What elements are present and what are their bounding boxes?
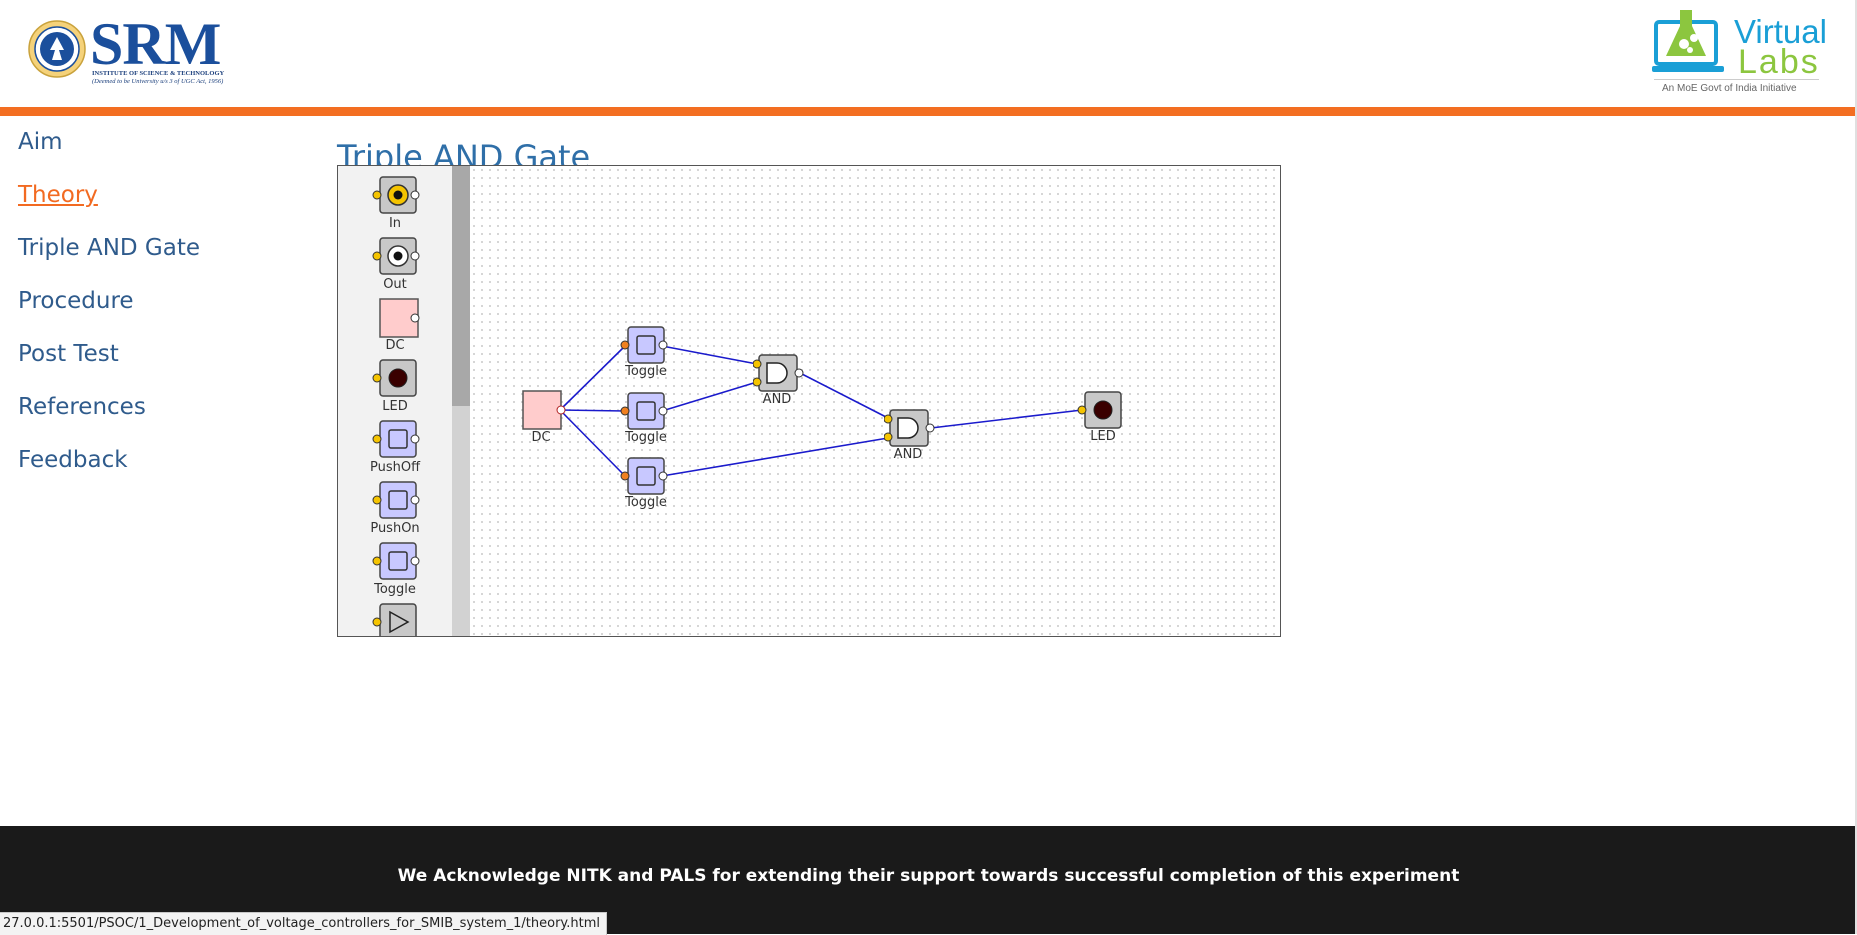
circuit-canvas[interactable]: DC Toggle Toggle — [470, 166, 1280, 636]
circuit-simulator[interactable]: In Out DC LED — [337, 165, 1281, 637]
palette-label: LED — [382, 399, 408, 414]
circuit-toggle-1[interactable]: Toggle — [620, 326, 668, 379]
site-header: SRM INSTITUTE OF SCIENCE & TECHNOLOGY (D… — [0, 0, 1857, 107]
toggle-switch-icon — [620, 326, 668, 364]
and-gate-icon — [883, 409, 935, 447]
virtual-text: Virtual — [1734, 13, 1827, 50]
vlabs-tagline: An MoE Govt of India Initiative — [1662, 83, 1797, 94]
palette-label: In — [388, 216, 402, 231]
node-label: Toggle — [625, 430, 667, 445]
palette-scroll-thumb[interactable] — [452, 166, 470, 406]
logo-divider — [1654, 79, 1819, 80]
sidebar-nav: Aim Theory Triple AND Gate Procedure Pos… — [18, 124, 318, 495]
palette-item-led[interactable]: LED — [338, 355, 452, 416]
pushoff-switch-icon — [372, 420, 420, 458]
wire — [559, 345, 626, 411]
palette-label: PushOff — [369, 460, 421, 475]
node-label: Toggle — [625, 495, 667, 510]
sidebar-item-references[interactable]: References — [18, 394, 146, 420]
dc-source-icon — [522, 390, 566, 430]
palette-label: Out — [383, 277, 407, 292]
palette-label: PushOn — [370, 521, 420, 536]
component-palette: In Out DC LED — [338, 166, 452, 636]
palette-item-buffer[interactable] — [338, 599, 452, 636]
palette-item-out[interactable]: Out — [338, 233, 452, 294]
srm-logo[interactable]: SRM INSTITUTE OF SCIENCE & TECHNOLOGY (D… — [28, 14, 228, 88]
palette-item-pushon[interactable]: PushOn — [338, 477, 452, 538]
sidebar-item-feedback[interactable]: Feedback — [18, 447, 128, 473]
circuit-and-gate-1[interactable]: AND — [752, 354, 805, 407]
sidebar-item-post-test[interactable]: Post Test — [18, 341, 119, 367]
toggle-switch-icon — [620, 457, 668, 495]
wire — [661, 437, 889, 477]
circuit-toggle-3[interactable]: Toggle — [620, 457, 668, 510]
wire — [930, 409, 1083, 429]
node-label: Toggle — [625, 364, 667, 379]
wire — [661, 381, 758, 412]
wire — [559, 409, 626, 412]
circuit-and-gate-2[interactable]: AND — [883, 409, 936, 462]
palette-item-toggle[interactable]: Toggle — [338, 538, 452, 599]
buffer-gate-icon — [372, 603, 417, 636]
input-port-icon — [372, 176, 420, 214]
circuit-dc-source[interactable]: DC — [522, 390, 568, 445]
wires-layer — [559, 345, 1083, 477]
wire — [559, 409, 626, 477]
toggle-switch-icon — [620, 392, 668, 430]
browser-status-url: 27.0.0.1:5501/PSOC/1_Development_of_volt… — [0, 912, 608, 935]
srm-subtitle-2: (Deemed to be University u/s 3 of UGC Ac… — [92, 78, 224, 85]
node-label: AND — [893, 447, 923, 462]
palette-label: Toggle — [374, 582, 416, 597]
srm-wordmark: SRM — [90, 11, 221, 77]
window-scrollbar[interactable] — [1855, 0, 1857, 934]
virtual-labs-logo[interactable]: Virtual Labs An MoE Govt of India Initia… — [1652, 6, 1827, 98]
and-gate-icon — [752, 354, 804, 392]
palette-scrollbar[interactable] — [452, 166, 470, 636]
led-icon — [1077, 391, 1122, 429]
circuit-toggle-2[interactable]: Toggle — [620, 392, 668, 445]
sidebar-item-theory[interactable]: Theory — [18, 182, 98, 208]
palette-item-in[interactable]: In — [338, 172, 452, 233]
node-label: LED — [1090, 429, 1116, 444]
led-icon — [372, 359, 417, 397]
palette-item-dc[interactable]: DC — [338, 294, 452, 355]
node-label: DC — [531, 430, 551, 445]
pushon-switch-icon — [372, 481, 420, 519]
palette-item-pushoff[interactable]: PushOff — [338, 416, 452, 477]
header-divider-bar — [0, 107, 1857, 116]
wire — [661, 345, 758, 365]
circuit-led[interactable]: LED — [1077, 391, 1125, 444]
labs-text: Labs — [1738, 43, 1820, 81]
sidebar-item-aim[interactable]: Aim — [18, 129, 63, 155]
srm-subtitle: INSTITUTE OF SCIENCE & TECHNOLOGY — [92, 70, 225, 77]
sidebar-item-procedure[interactable]: Procedure — [18, 288, 134, 314]
sidebar-item-triple-and-gate[interactable]: Triple AND Gate — [18, 235, 201, 261]
wire — [799, 372, 889, 419]
node-label: AND — [762, 392, 792, 407]
footer-acknowledgement: We Acknowledge NITK and PALS for extendi… — [397, 866, 1460, 886]
palette-label: DC — [385, 338, 405, 353]
toggle-switch-icon — [372, 542, 420, 580]
dc-source-icon — [379, 298, 420, 338]
flask-laptop-icon — [1652, 10, 1724, 72]
output-port-icon — [372, 237, 420, 275]
srm-seal-icon — [28, 20, 86, 78]
